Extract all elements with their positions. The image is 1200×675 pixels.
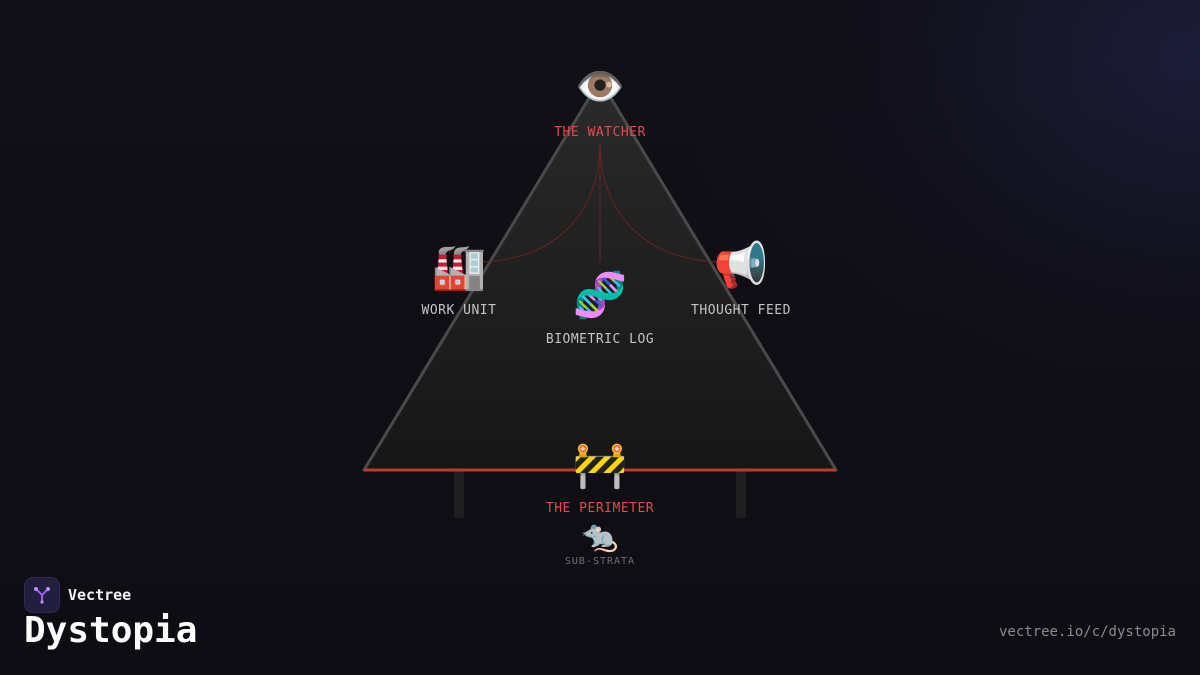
factory-icon: 🏭 (431, 242, 487, 293)
support-leg-left (454, 471, 464, 518)
page-title: Dystopia (24, 610, 198, 651)
brand-name: Vectree (68, 586, 132, 604)
barrier-icon: 🚧 (572, 440, 628, 491)
thought-feed-label: THOUGHT FEED (691, 303, 791, 318)
biometric-log-label: BIOMETRIC LOG (545, 332, 655, 347)
rat-icon: 🐀 (581, 519, 619, 554)
megaphone-icon: 📢 (713, 240, 769, 291)
dna-icon: 🧬 (572, 270, 628, 321)
perimeter-label: THE PERIMETER (545, 501, 655, 516)
brand: Vectree (24, 577, 131, 613)
support-leg-right (736, 471, 746, 518)
tree-branch-icon (24, 577, 60, 613)
work-unit-label: WORK UNIT (421, 303, 497, 318)
page-url[interactable]: vectree.io/c/dystopia (998, 624, 1176, 640)
watcher-label: THE WATCHER (554, 125, 646, 140)
connector-watcher-work (481, 141, 601, 263)
connector-watcher-thought (599, 141, 719, 263)
sub-strata-label: SUB-STRATA (564, 556, 636, 567)
eye-icon: 👁️ (575, 64, 625, 110)
